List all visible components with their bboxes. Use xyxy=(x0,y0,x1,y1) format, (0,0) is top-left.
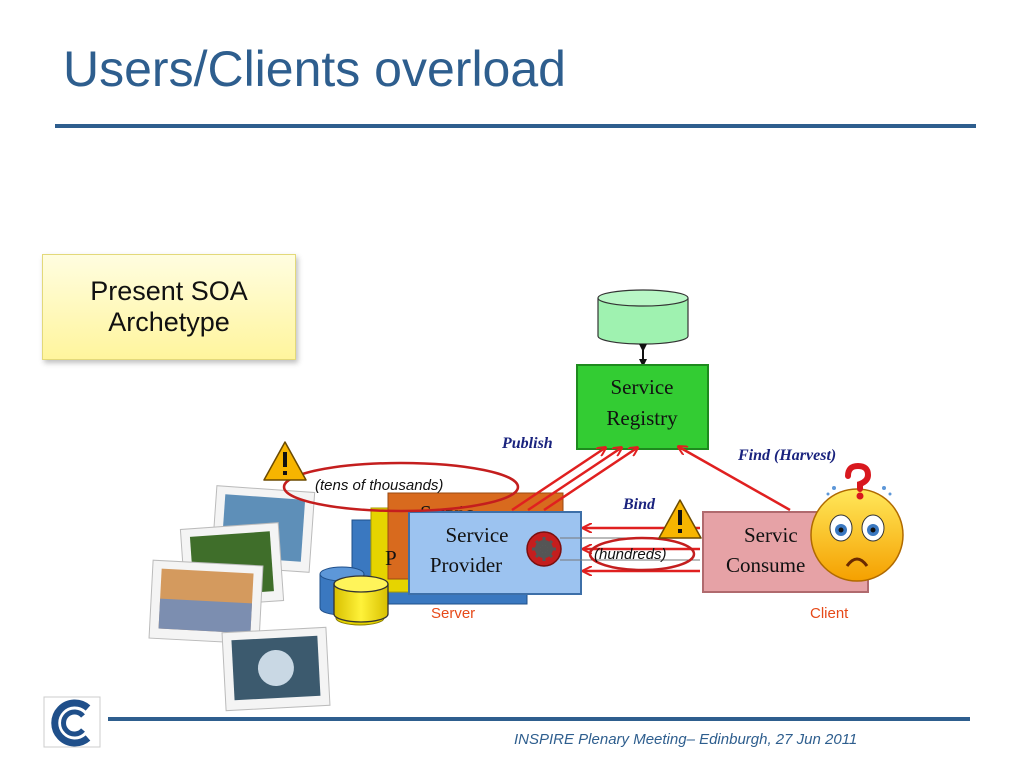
question-mark-icon xyxy=(845,462,872,500)
registry-label-1: Service xyxy=(611,375,674,399)
warning-icon xyxy=(658,499,702,539)
gear-icon xyxy=(526,531,562,567)
thousands-note: (tens of thousands) xyxy=(315,477,443,494)
publish-arrows xyxy=(511,448,637,512)
registry-database-icon xyxy=(597,289,689,345)
photo-icon xyxy=(148,485,331,712)
provider-label-2: Provider xyxy=(430,553,502,577)
provider-label-1: Service xyxy=(446,523,509,547)
archetype-label-line-1: Present SOA xyxy=(90,275,248,306)
client-label: Client xyxy=(810,605,849,622)
bind-label: Bind xyxy=(622,496,656,513)
footer-text: INSPIRE Plenary Meeting– Edinburgh, 27 J… xyxy=(514,731,858,748)
archetype-box: Present SOA Archetype xyxy=(42,254,296,360)
hundreds-highlight xyxy=(588,536,696,572)
thousands-highlight xyxy=(282,461,520,513)
registry-label-2: Registry xyxy=(606,406,678,430)
service-registry-box: Service Registry xyxy=(576,364,709,450)
provider-back-label-2: P xyxy=(385,546,397,570)
publish-label: Publish xyxy=(501,435,553,452)
footer-divider xyxy=(108,717,970,721)
server-label: Server xyxy=(431,605,475,622)
consumer-label-1: Servic xyxy=(744,523,798,547)
find-label: Find (Harvest) xyxy=(737,447,836,464)
warning-icon xyxy=(263,441,307,481)
confused-face-icon xyxy=(810,486,904,582)
consumer-label-2: Consume xyxy=(726,553,805,577)
title-divider xyxy=(55,124,976,128)
archetype-label-line-2: Archetype xyxy=(108,307,230,337)
database-icon xyxy=(319,566,389,626)
find-arrow xyxy=(679,447,791,512)
institution-logo xyxy=(43,696,101,748)
hundreds-note: (hundreds) xyxy=(594,546,667,563)
page-title: Users/Clients overload xyxy=(63,41,566,97)
